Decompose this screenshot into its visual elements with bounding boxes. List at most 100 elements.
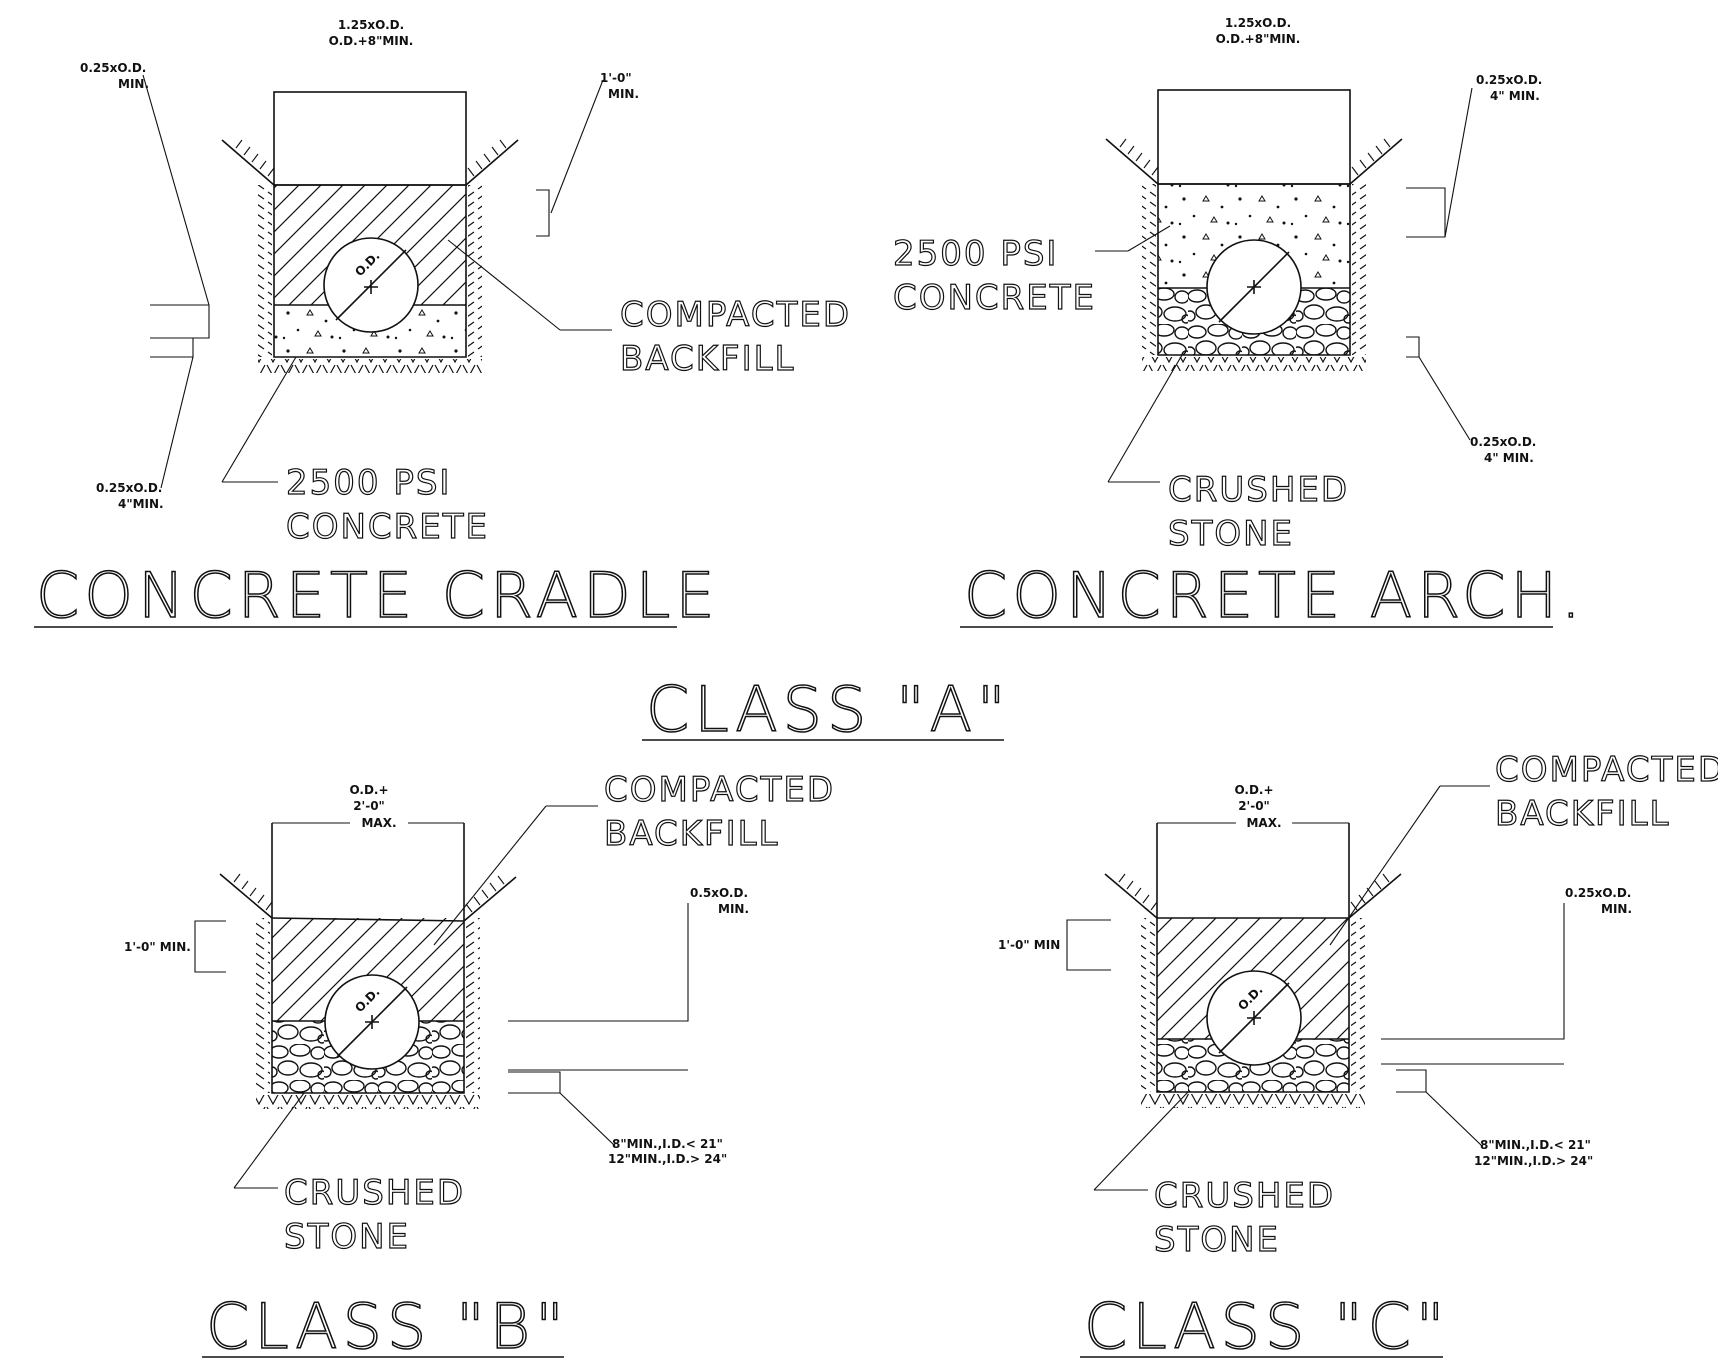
slope-left bbox=[219, 873, 273, 919]
trench-wall bbox=[273, 185, 467, 358]
concrete-arch-detail: 1.25xO.D. O.D.+8"MIN. 0.25xO.D. 4" MIN. … bbox=[892, 16, 1581, 633]
earth-hatch-left bbox=[256, 918, 270, 1093]
right-bottom-leader bbox=[559, 1092, 616, 1147]
left-bottom-dim-2: 4"MIN. bbox=[118, 497, 164, 511]
right-bottom-dim-2: 4" MIN. bbox=[1484, 451, 1534, 465]
left-dim-bracket bbox=[1066, 919, 1111, 971]
class-b-detail: O.D. O.D.+ 2'-0" MAX. 1'-0" MIN. 0.5xO.D… bbox=[124, 769, 835, 1363]
right-top-dim-2: MIN. bbox=[608, 87, 639, 101]
left-dim-bracket bbox=[194, 920, 226, 973]
top-dim-line-2: O.D.+8"MIN. bbox=[329, 34, 414, 48]
top-dim-line-3: MAX. bbox=[1246, 816, 1281, 830]
left-dim-label: 1'-0" MIN bbox=[998, 938, 1060, 952]
earth-hatch-bottom bbox=[258, 359, 482, 373]
stone-leader bbox=[1107, 354, 1183, 483]
left-dim-label: 1'-0" MIN. bbox=[124, 940, 191, 954]
right-bottom-bracket bbox=[1406, 336, 1420, 358]
backfill-label-1: COMPACTED bbox=[620, 295, 851, 335]
top-dim-line-1: O.D.+ bbox=[1234, 783, 1273, 797]
slope-hatch-right bbox=[1351, 138, 1391, 176]
stone-label-1: CRUSHED bbox=[284, 1173, 465, 1213]
backfill-label-1: COMPACTED bbox=[604, 770, 835, 810]
stone-label-2: STONE bbox=[284, 1217, 410, 1257]
top-dim-line-2: O.D.+8"MIN. bbox=[1216, 32, 1301, 46]
stone-leader bbox=[233, 1092, 305, 1189]
earth-hatch-left bbox=[1141, 918, 1155, 1092]
concrete-label-2: CONCRETE bbox=[286, 507, 489, 547]
right-top-bracket bbox=[1406, 187, 1446, 238]
earth-hatch-bottom bbox=[256, 1095, 480, 1109]
earth-hatch-bottom bbox=[1141, 1094, 1365, 1108]
right-bottom-bracket bbox=[1396, 1069, 1427, 1093]
top-dim-line-1: 1.25xO.D. bbox=[338, 18, 404, 32]
earth-hatch-right bbox=[466, 918, 480, 1093]
slope-hatch-left bbox=[235, 139, 275, 177]
trench-wall bbox=[271, 918, 465, 1094]
slope-right bbox=[1348, 873, 1402, 919]
right-bottom-dim-2: 12"MIN.,I.D.> 24" bbox=[608, 1152, 727, 1166]
backfill-leader bbox=[1329, 785, 1441, 946]
slope-left bbox=[221, 139, 275, 186]
right-dim-bracket bbox=[536, 189, 550, 237]
concrete-label-1: 2500 PSI bbox=[893, 234, 1058, 274]
right-top-leader bbox=[550, 79, 604, 214]
top-dim-line-2: 2'-0" bbox=[1238, 799, 1270, 813]
right-top-bracket bbox=[1381, 903, 1565, 1040]
slope-hatch-left bbox=[233, 873, 273, 911]
right-bottom-leader bbox=[1418, 356, 1471, 441]
top-dim-line-1: O.D.+ bbox=[349, 783, 388, 797]
class-c-title: CLASS "C" bbox=[1084, 1290, 1449, 1363]
left-top-dim-2: MIN. bbox=[118, 77, 149, 91]
backfill-label-1: COMPACTED bbox=[1495, 750, 1718, 790]
right-bottom-leader bbox=[1425, 1091, 1483, 1147]
slope-hatch-right bbox=[1350, 873, 1390, 911]
earth-hatch-left bbox=[258, 185, 272, 357]
top-dim-line-2: 2'-0" bbox=[353, 799, 385, 813]
right-bottom-dim-1: 0.25xO.D. bbox=[1470, 435, 1536, 449]
earth-hatch-bottom bbox=[1142, 357, 1366, 371]
concrete-label-1: 2500 PSI bbox=[286, 463, 451, 503]
right-bottom-dim-2: 12"MIN.,I.D.> 24" bbox=[1474, 1154, 1593, 1168]
left-top-leader bbox=[142, 74, 210, 306]
class-a-caption: CLASS "A" bbox=[642, 672, 1011, 747]
left-dim-bracket-lower bbox=[150, 337, 194, 358]
pipe-center-mark bbox=[365, 1015, 379, 1029]
backfill-label-2: BACKFILL bbox=[1495, 794, 1671, 834]
slope-hatch-left bbox=[1119, 138, 1159, 176]
concrete-leader bbox=[1127, 225, 1171, 252]
right-top-dim-2: 4" MIN. bbox=[1490, 89, 1540, 103]
right-top-dim-1: 0.25xO.D. bbox=[1565, 886, 1631, 900]
slope-hatch-right bbox=[465, 875, 505, 913]
backfill-label-2: BACKFILL bbox=[620, 339, 796, 379]
trench-upper-lines bbox=[1156, 823, 1350, 918]
right-top-dim-1: 0.25xO.D. bbox=[1476, 73, 1542, 87]
right-bottom-dim-1: 8"MIN.,I.D.< 21" bbox=[1480, 1138, 1591, 1152]
right-top-dim-1: 1'-0" bbox=[600, 71, 632, 85]
earth-hatch-right bbox=[1351, 918, 1365, 1092]
right-top-dim-2: MIN. bbox=[1601, 902, 1632, 916]
slope-left bbox=[1104, 873, 1158, 919]
slope-right bbox=[1349, 138, 1403, 185]
stone-label-1: CRUSHED bbox=[1168, 470, 1349, 510]
slope-right bbox=[463, 876, 517, 922]
pipe-center-mark bbox=[1247, 1011, 1261, 1025]
backfill-leader bbox=[447, 239, 561, 331]
left-top-dim-1: 0.25xO.D. bbox=[80, 61, 146, 75]
stone-label-1: CRUSHED bbox=[1154, 1176, 1335, 1216]
earth-hatch-right bbox=[468, 185, 482, 357]
right-bottom-dim-1: 8"MIN.,I.D.< 21" bbox=[612, 1137, 723, 1151]
trench-wall bbox=[1156, 918, 1350, 1093]
right-top-dim-1: 0.5xO.D. bbox=[690, 886, 748, 900]
earth-hatch-left bbox=[1142, 184, 1156, 355]
slope-right bbox=[465, 139, 519, 186]
class-b-title: CLASS "B" bbox=[206, 1290, 569, 1363]
class-a-title: CLASS "A" bbox=[646, 673, 1011, 746]
earth-hatch-right bbox=[1352, 184, 1366, 355]
concrete-leader bbox=[221, 356, 297, 483]
detail-title: CONCRETE CRADLE bbox=[36, 559, 720, 632]
trench-upper-outline bbox=[273, 91, 467, 186]
pipe-center-mark bbox=[364, 280, 378, 294]
slope-left bbox=[1105, 138, 1159, 185]
trench-upper-lines bbox=[271, 823, 465, 918]
